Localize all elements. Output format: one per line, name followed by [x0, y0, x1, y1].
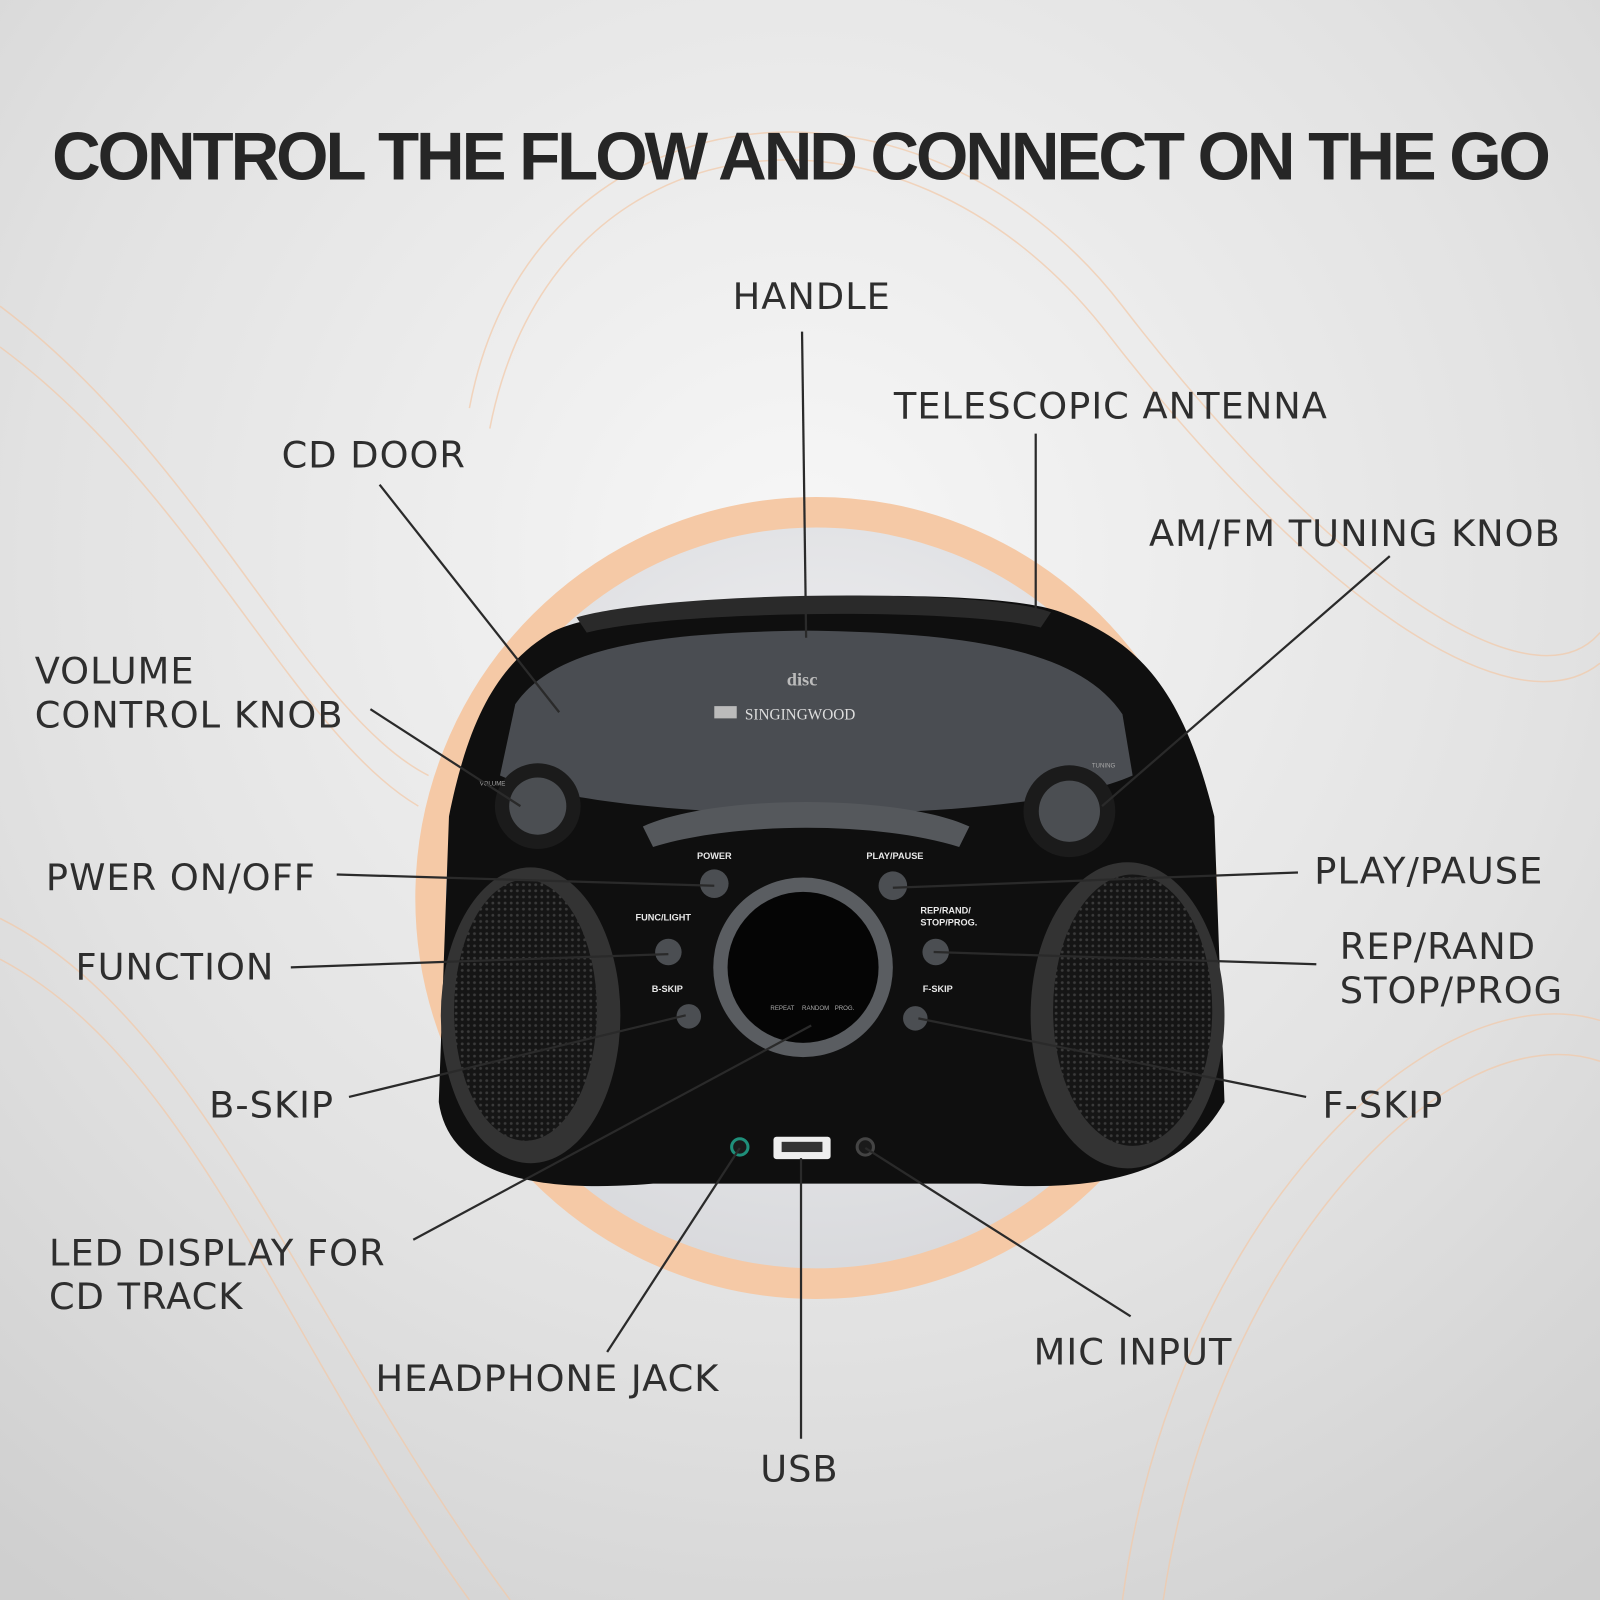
- power-label: POWER: [697, 851, 732, 861]
- display-prog: PROG.: [835, 1005, 855, 1012]
- label-power: PWER ON/OFF: [46, 856, 316, 899]
- label-led-2: CD TRACK: [49, 1275, 243, 1318]
- leader-lines: [290, 331, 1391, 1439]
- play-pause-button[interactable]: [878, 871, 908, 900]
- led-display: [727, 891, 879, 1043]
- volume-knob[interactable]: [509, 777, 567, 835]
- callout-labels: HANDLE TELESCOPIC ANTENNA CD DOOR AM/FM …: [35, 275, 1563, 1491]
- b-skip-label: B-SKIP: [652, 984, 683, 994]
- display-random: RANDOM: [802, 1005, 829, 1012]
- label-f-skip: F-SKIP: [1322, 1083, 1443, 1126]
- rep-label-1: REP/RAND/: [920, 905, 971, 915]
- label-rep-1: REP/RAND: [1340, 925, 1536, 968]
- brand-name: SINGINGWOOD: [745, 706, 855, 723]
- cd-door: [500, 630, 1133, 814]
- label-antenna: TELESCOPIC ANTENNA: [893, 384, 1328, 427]
- tuning-label: TUNING: [1092, 762, 1116, 769]
- brand-logo-icon: [714, 706, 737, 719]
- page-title: CONTROL THE FLOW AND CONNECT ON THE GO: [52, 120, 1548, 195]
- f-skip-button[interactable]: [903, 1006, 928, 1031]
- func-light-label: FUNC/LIGHT: [635, 912, 691, 922]
- label-led-1: LED DISPLAY FOR: [49, 1231, 386, 1274]
- label-usb: USB: [760, 1448, 838, 1491]
- display-repeat: REPEAT: [770, 1005, 794, 1012]
- boombox: disc SINGINGWOOD VOLUME TUNING REPEAT RA…: [438, 595, 1225, 1187]
- label-tuning-knob: AM/FM TUNING KNOB: [1149, 512, 1561, 555]
- label-play-pause: PLAY/PAUSE: [1314, 850, 1543, 893]
- headphone-jack[interactable]: [730, 1137, 750, 1157]
- label-cd-door: CD DOOR: [282, 433, 466, 476]
- disc-logo: disc: [787, 670, 818, 690]
- function-button[interactable]: [655, 938, 682, 966]
- play-pause-label: PLAY/PAUSE: [866, 851, 923, 861]
- label-b-skip: B-SKIP: [209, 1083, 334, 1126]
- f-skip-label: F-SKIP: [923, 984, 953, 994]
- handle: [576, 595, 1052, 633]
- b-skip-button[interactable]: [676, 1004, 702, 1029]
- rep-label-2: STOP/PROG.: [920, 918, 977, 928]
- label-rep-2: STOP/PROG: [1340, 969, 1563, 1012]
- tuning-knob[interactable]: [1038, 780, 1100, 842]
- label-handle: HANDLE: [733, 275, 891, 318]
- label-headphone: HEADPHONE JACK: [376, 1357, 720, 1400]
- label-function: FUNCTION: [76, 946, 275, 989]
- label-volume-2: CONTROL KNOB: [35, 694, 344, 737]
- volume-label: VOLUME: [480, 781, 506, 788]
- power-button[interactable]: [700, 869, 729, 898]
- label-volume-1: VOLUME: [35, 650, 195, 693]
- label-mic: MIC INPUT: [1034, 1330, 1233, 1373]
- decorative-curves: [0, 131, 1600, 1600]
